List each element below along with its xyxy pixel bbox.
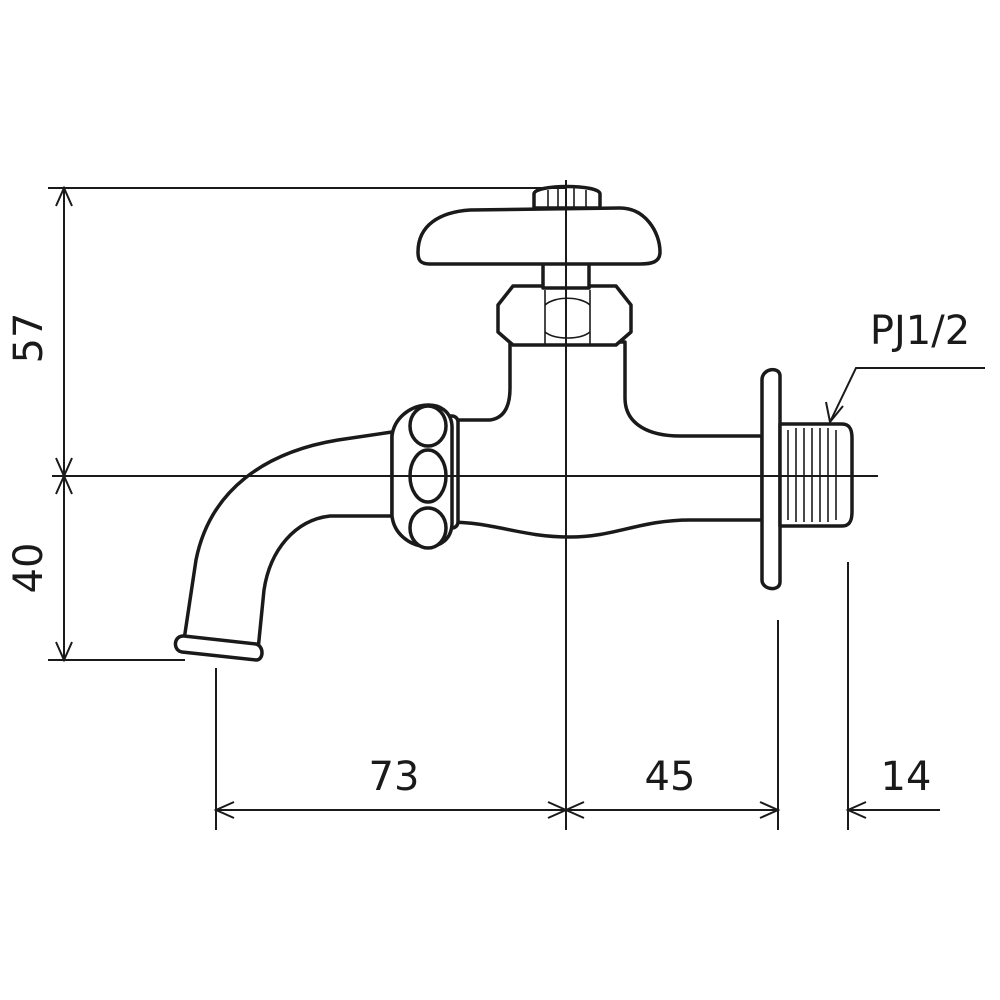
handle [416,206,662,266]
union-nut-face [408,404,448,448]
center-lines [52,180,878,830]
dimension-label-thread-length: 14 [881,754,932,800]
union-nut-face [408,506,448,550]
thread-spec-label: PJ1/2 [870,308,970,354]
vertical-dimension: 57 40 [6,185,73,663]
body-barrel [446,340,764,539]
extension-lines [48,187,849,830]
wall-flange [760,367,782,591]
dimension-label-height-above: 57 [6,313,52,364]
horizontal-dimension: 73 45 14 [213,754,940,819]
dimension-label-height-below: 40 [6,543,52,594]
spout-tip [173,634,264,662]
dimension-label-center-to-flange: 45 [645,754,696,800]
dimension-label-spout-to-center: 73 [369,754,420,800]
faucet-body [173,184,854,662]
thread-callout: PJ1/2 [825,308,985,425]
spout [182,430,394,652]
bonnet-nut [496,284,633,347]
